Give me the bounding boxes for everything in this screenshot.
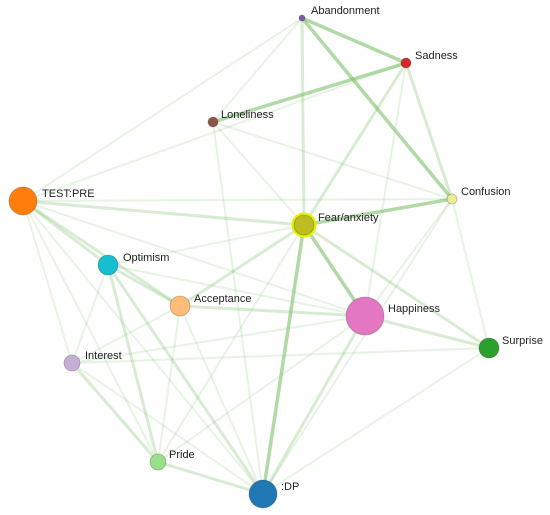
edge-confusion-surprise (451, 198, 490, 349)
edge-abandonment-confusion (300, 16, 454, 201)
node-circle[interactable] (400, 57, 412, 69)
edge-sadness-fear (302, 61, 408, 227)
node-circle[interactable] (207, 116, 219, 128)
node-label-happiness: Happiness (388, 303, 440, 315)
node-sadness[interactable] (400, 57, 412, 69)
edge-fear-pride (157, 224, 305, 463)
node-ring (291, 212, 317, 238)
node-abandonment[interactable] (298, 14, 306, 22)
edge-abandonment-loneliness (212, 17, 303, 123)
node-happiness[interactable] (345, 296, 385, 336)
node-interest[interactable] (63, 354, 81, 372)
node-circle[interactable] (345, 296, 385, 336)
edge-test_pre-acceptance (21, 199, 182, 308)
edge-sadness-confusion (404, 61, 454, 201)
nodes-layer (8, 14, 500, 509)
edge-sadness-happiness (364, 62, 407, 317)
node-acceptance[interactable] (169, 295, 191, 317)
edge-sadness-test_pre (22, 62, 407, 202)
node-label-acceptance: Acceptance (194, 293, 251, 305)
node-dp[interactable] (248, 479, 278, 509)
node-test_pre[interactable] (8, 186, 38, 216)
node-circle[interactable] (248, 479, 278, 509)
edge-loneliness-fear (212, 121, 305, 226)
edge-surprise-interest (71, 347, 490, 364)
edge-optimism-pride (106, 263, 160, 464)
node-circle[interactable] (293, 214, 315, 236)
node-label-pride: Pride (169, 449, 195, 461)
node-label-dp: :DP (281, 481, 299, 493)
node-label-interest: Interest (85, 350, 122, 362)
edge-fear-acceptance (178, 223, 306, 308)
edge-interest-pride (70, 361, 160, 464)
node-circle[interactable] (97, 254, 119, 276)
edge-sadness-loneliness (211, 61, 408, 124)
edges-layer (21, 16, 491, 496)
node-circle[interactable] (169, 295, 191, 317)
edge-optimism-acceptance (106, 263, 182, 308)
edge-confusion-happiness (364, 198, 453, 317)
edge-optimism-interest (71, 264, 109, 364)
edge-loneliness-dp (212, 121, 264, 495)
edge-optimism-dp (106, 263, 265, 496)
edge-fear-surprise (302, 223, 491, 350)
edge-abandonment-fear (300, 16, 306, 227)
node-circle[interactable] (478, 337, 500, 359)
node-loneliness[interactable] (207, 116, 219, 128)
edge-happiness-dp (261, 314, 367, 496)
edge-interest-dp (71, 362, 264, 495)
edge-surprise-dp (262, 347, 490, 495)
edge-abandonment-test_pre (22, 17, 303, 202)
edge-happiness-surprise (363, 314, 491, 350)
node-fear[interactable] (291, 212, 317, 238)
edge-optimism-happiness (107, 264, 366, 317)
node-label-test_pre: TEST:PRE (42, 188, 95, 200)
edge-acceptance-pride (157, 305, 181, 463)
node-circle[interactable] (149, 453, 167, 471)
node-pride[interactable] (149, 453, 167, 471)
edge-acceptance-happiness (178, 304, 367, 318)
edge-test_pre-confusion (22, 198, 453, 202)
edge-acceptance-interest (71, 305, 181, 364)
edge-happiness-interest (71, 315, 366, 364)
node-label-optimism: Optimism (123, 252, 169, 264)
edge-happiness-pride (157, 315, 366, 463)
node-label-surprise: Surprise (502, 335, 543, 347)
node-label-abandonment: Abandonment (311, 5, 380, 17)
edge-test_pre-dp (22, 200, 264, 495)
node-circle[interactable] (8, 186, 38, 216)
node-optimism[interactable] (97, 254, 119, 276)
edge-test_pre-happiness (22, 200, 366, 317)
edge-fear-confusion (302, 197, 454, 227)
edge-test_pre-interest (22, 200, 73, 364)
edge-loneliness-confusion (212, 121, 453, 200)
edge-test_pre-optimism (21, 199, 110, 267)
node-circle[interactable] (63, 354, 81, 372)
edge-test_pre-fear (21, 199, 306, 227)
edge-fear-optimism (107, 224, 305, 266)
node-label-fear: Fear/anxiety (318, 212, 379, 224)
node-circle[interactable] (446, 193, 458, 205)
node-label-sadness: Sadness (415, 50, 458, 62)
node-surprise[interactable] (478, 337, 500, 359)
node-label-confusion: Confusion (461, 186, 511, 198)
node-confusion[interactable] (446, 193, 458, 205)
labels-layer: AbandonmentSadnessLonelinessConfusionFea… (42, 5, 543, 493)
edge-test_pre-pride (22, 200, 159, 463)
edge-abandonment-sadness (300, 16, 408, 65)
edge-pride-dp (156, 460, 265, 496)
edge-fear-dp (261, 223, 306, 496)
node-label-loneliness: Loneliness (221, 109, 274, 121)
edge-acceptance-dp (179, 305, 264, 495)
node-circle[interactable] (298, 14, 306, 22)
edge-confusion-dp (262, 198, 453, 495)
